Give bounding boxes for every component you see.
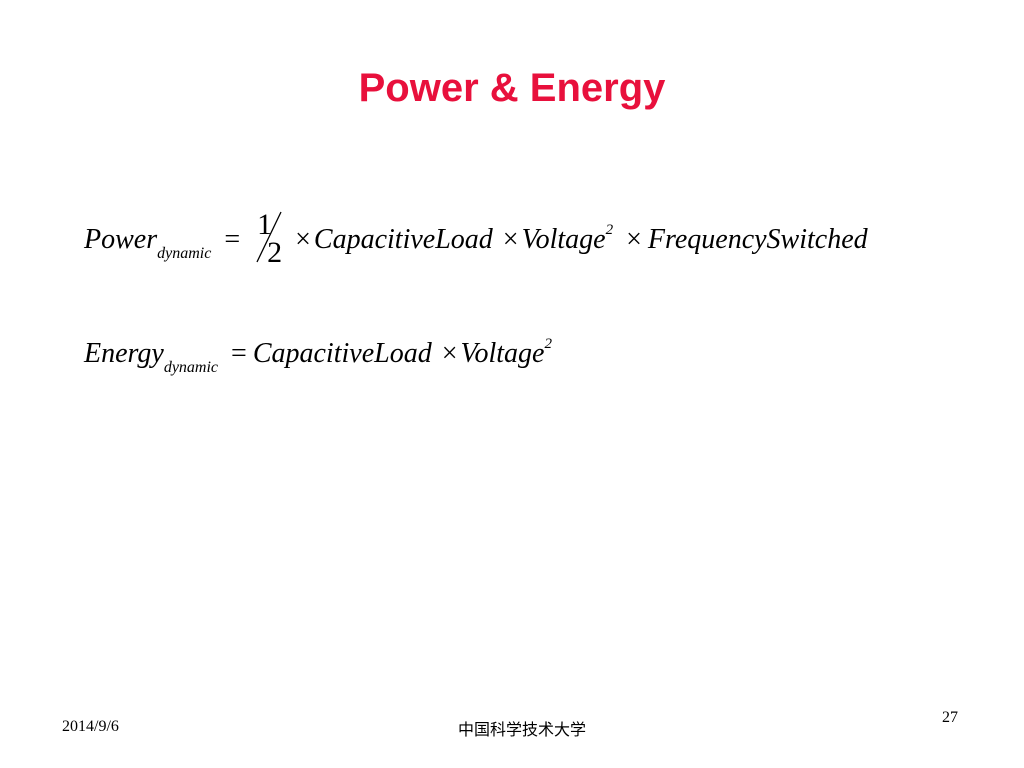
energy-equation: Energydynamic =CapacitiveLoad ×Voltage2	[84, 337, 552, 376]
times-sign: ×	[502, 224, 519, 255]
voltage-term: Voltage	[460, 338, 545, 369]
energy-equals-sign: =	[231, 338, 247, 369]
footer-date: 2014/9/6	[62, 718, 119, 735]
voltage-exponent: 2	[605, 222, 614, 238]
times-sign: ×	[626, 224, 642, 255]
power-equals-sign: =	[224, 224, 241, 255]
times-sign: ×	[441, 338, 458, 369]
fraction-denominator: 2	[267, 236, 283, 269]
capacitive-load-term: CapacitiveLoad	[313, 224, 493, 255]
times-sign: ×	[295, 224, 311, 255]
energy-lhs-subscript: dynamic	[163, 359, 219, 376]
power-lhs-subscript: dynamic	[157, 245, 212, 262]
fraction-numerator: 1	[257, 208, 273, 241]
frequency-switched-term: FrequencySwitched	[647, 224, 868, 255]
capacitive-load-term: CapacitiveLoad	[252, 338, 432, 369]
slide-title: Power & Energy	[358, 66, 666, 110]
one-half-fraction: 1 2	[253, 210, 285, 268]
footer-organization: 中国科学技术大学	[458, 720, 587, 739]
voltage-exponent: 2	[544, 336, 553, 352]
fraction-slash	[256, 211, 282, 263]
power-equation: Powerdynamic = 1 2 ×CapacitiveLoad ×Volt…	[84, 210, 868, 268]
page-number: 27	[942, 709, 958, 726]
power-lhs: Power	[84, 224, 158, 255]
voltage-term: Voltage	[521, 224, 606, 255]
energy-lhs: Energy	[84, 338, 164, 369]
